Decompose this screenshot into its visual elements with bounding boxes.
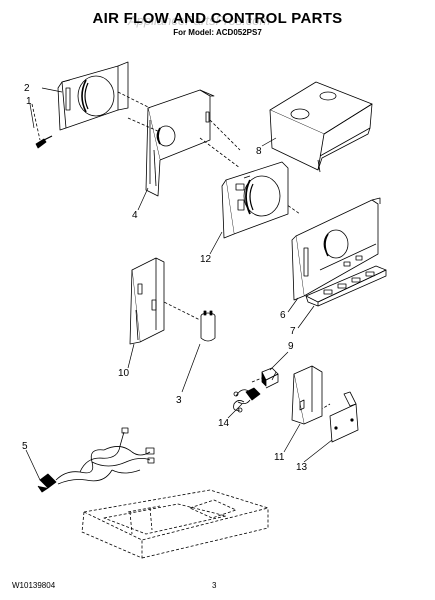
part-6-control-bracket <box>291 197 381 301</box>
document-number: W10139804 <box>12 581 56 590</box>
part-7-terminal-strip <box>305 265 387 307</box>
callout-11: 11 <box>274 452 285 463</box>
part-14-thermostat <box>233 387 261 413</box>
part-2-shroud <box>57 61 129 131</box>
callout-5: 5 <box>22 441 28 452</box>
callout-3: 3 <box>176 395 182 406</box>
page-number: 3 <box>212 581 217 590</box>
callout-13: 13 <box>296 462 308 473</box>
leader-lines <box>25 87 333 481</box>
part-8-cover <box>269 81 373 173</box>
base-pan <box>81 489 269 559</box>
part-10-capacitor-bracket <box>129 257 165 345</box>
callout-10: 10 <box>118 368 130 379</box>
callout-14: 14 <box>218 418 230 429</box>
part-11-channel <box>291 365 323 425</box>
callout-9: 9 <box>288 341 294 352</box>
callout-4: 4 <box>132 210 138 221</box>
part-4-bracket <box>145 89 215 197</box>
part-3-capacitor <box>200 310 216 342</box>
part-9-switch <box>261 367 279 389</box>
watermark-text: AppliancePartsPros.com <box>128 13 271 28</box>
callout-labels: 1 2 3 4 5 6 7 8 9 10 11 12 13 14 <box>22 83 308 473</box>
page-title: AIR FLOW AND CONTROL PARTS <box>92 10 343 27</box>
callout-6: 6 <box>280 310 286 321</box>
callout-8: 8 <box>256 146 262 157</box>
part-12-orifice <box>221 161 289 239</box>
callout-1: 1 <box>26 96 32 107</box>
part-1-screw <box>31 103 53 149</box>
part-5-wire-harness <box>37 427 155 493</box>
callout-7: 7 <box>290 326 296 337</box>
callout-12: 12 <box>200 254 212 265</box>
model-subtitle: For Model: ACD052PS7 <box>173 28 262 37</box>
part-13-bracket <box>329 391 359 443</box>
callout-2: 2 <box>24 83 30 94</box>
